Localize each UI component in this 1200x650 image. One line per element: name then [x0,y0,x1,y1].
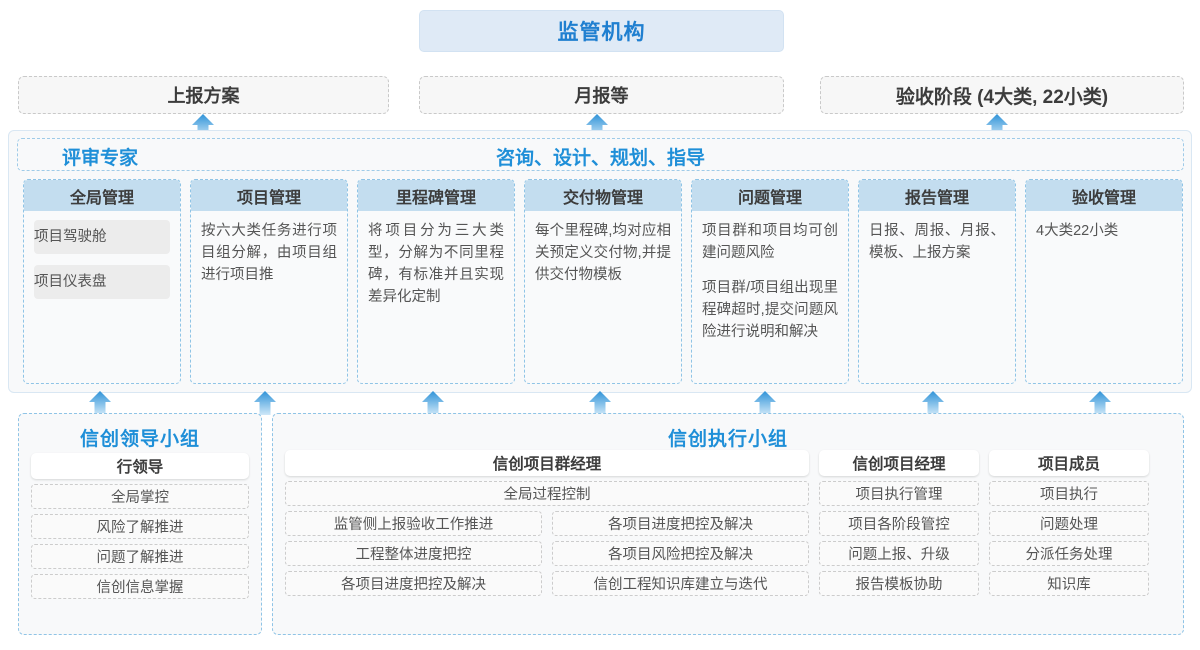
arrow-up-icon [421,390,445,416]
exec-group-content: 信创项目群经理 全局过程控制 监管侧上报验收工作推进 工程整体进度把控 各项目进… [273,450,1183,596]
module-column-milestone[interactable]: 里程碑管理 将项目分为三大类型，分解为不同里程碑，有标准并且实现差异化定制 [357,179,515,384]
list-item[interactable]: 项目执行 [989,481,1149,506]
review-expert-label: 评审专家 [62,148,139,169]
role-column-member: 项目成员 项目执行 问题处理 分派任务处理 知识库 [989,450,1149,596]
consulting-label: 咨询、设计、规划、指导 [495,148,705,169]
module-title: 全局管理 [24,180,180,211]
module-body: 4大类22小类 [1026,211,1182,242]
report-box-monthly: 月报等 [419,76,784,114]
module-paragraph: 将项目分为三大类型，分解为不同里程碑，有标准并且实现差异化定制 [368,223,504,305]
module-title: 问题管理 [692,180,848,211]
list-item[interactable]: 监管侧上报验收工作推进 [285,511,542,536]
module-body: 按六大类任务进行项目组分解，由项目组进行项目推 [191,211,347,286]
list-item[interactable]: 知识库 [989,571,1149,596]
report-label: 月报等 [574,86,629,106]
list-item[interactable]: 报告模板协助 [819,571,979,596]
module-column-issue[interactable]: 问题管理 项目群和项目均可创建问题风险 项目群/项目组出现里程碑超时,提交问题风… [691,179,849,384]
report-box-acceptance: 验收阶段 (4大类, 22小类) [820,76,1184,114]
module-title: 报告管理 [859,180,1015,211]
module-title: 验收管理 [1026,180,1182,211]
list-item[interactable]: 风险了解推进 [31,514,249,539]
arrow-up-icon [753,390,777,416]
arrow-up-icon [253,390,277,416]
arrow-up-icon [588,390,612,416]
module-title: 里程碑管理 [358,180,514,211]
module-paragraph: 项目群/项目组出现里程碑超时,提交问题风险进行说明和解决 [702,280,838,340]
list-item[interactable]: 分派任务处理 [989,541,1149,566]
list-item[interactable]: 信创信息掌握 [31,574,249,599]
module-title: 交付物管理 [525,180,681,211]
module-column-acceptance[interactable]: 验收管理 4大类22小类 [1025,179,1183,384]
report-box-plan: 上报方案 [18,76,389,114]
module-body: 每个里程碑,均对应相关预定义交付物,并提供交付物模板 [525,211,681,286]
module-column-global[interactable]: 全局管理 项目驾驶舱 项目仪表盘 [23,179,181,384]
list-item[interactable]: 各项目进度把控及解决 [552,511,809,536]
module-pill[interactable]: 项目驾驶舱 [34,220,170,254]
list-item[interactable]: 问题上报、升级 [819,541,979,566]
module-paragraph: 项目群和项目均可创建问题风险 [702,223,838,261]
role-column-program-manager: 信创项目群经理 全局过程控制 监管侧上报验收工作推进 工程整体进度把控 各项目进… [285,450,809,596]
module-body: 将项目分为三大类型，分解为不同里程碑，有标准并且实现差异化定制 [358,211,514,308]
arrow-up-icon [88,390,112,416]
list-item[interactable]: 工程整体进度把控 [285,541,542,566]
list-item[interactable]: 项目执行管理 [819,481,979,506]
list-item[interactable]: 问题了解推进 [31,544,249,569]
leader-group-content: 行领导 全局掌控 风险了解推进 问题了解推进 信创信息掌握 [19,453,261,599]
module-body: 项目驾驶舱 项目仪表盘 [24,211,180,299]
list-item[interactable]: 各项目风险把控及解决 [552,541,809,566]
module-paragraph: 日报、周报、月报、模板、上报方案 [869,223,1005,261]
list-item[interactable]: 信创工程知识库建立与迭代 [552,571,809,596]
report-label: 上报方案 [167,86,240,106]
role-header[interactable]: 信创项目经理 [819,450,979,476]
regulator-label: 监管机构 [557,21,646,44]
consultant-panel-header: 评审专家 咨询、设计、规划、指导 [17,138,1184,171]
regulator-banner: 监管机构 [419,10,784,52]
module-title: 项目管理 [191,180,347,211]
consultant-panel: 评审专家 咨询、设计、规划、指导 全局管理 项目驾驶舱 项目仪表盘 项目管理 按… [8,130,1192,393]
role-header[interactable]: 项目成员 [989,450,1149,476]
module-paragraph: 4大类22小类 [1036,223,1119,239]
module-column-deliverable[interactable]: 交付物管理 每个里程碑,均对应相关预定义交付物,并提供交付物模板 [524,179,682,384]
list-item[interactable]: 全局过程控制 [285,481,809,506]
module-pill[interactable]: 项目仪表盘 [34,265,170,299]
report-label: 验收阶段 (4大类, 22小类) [895,86,1109,108]
module-body: 日报、周报、月报、模板、上报方案 [859,211,1015,264]
exec-group-title: 信创执行小组 [667,429,788,450]
module-column-report[interactable]: 报告管理 日报、周报、月报、模板、上报方案 [858,179,1016,384]
role-column-project-manager: 信创项目经理 项目执行管理 项目各阶段管控 问题上报、升级 报告模板协助 [819,450,979,596]
role-header[interactable]: 行领导 [31,453,249,479]
list-item[interactable]: 各项目进度把控及解决 [285,571,542,596]
leader-group-panel: 信创领导小组 行领导 全局掌控 风险了解推进 问题了解推进 信创信息掌握 [18,413,262,635]
exec-group-panel: 信创执行小组 信创项目群经理 全局过程控制 监管侧上报验收工作推进 工程整体进度… [272,413,1184,635]
list-item[interactable]: 项目各阶段管控 [819,511,979,536]
list-item[interactable]: 问题处理 [989,511,1149,536]
module-column-project[interactable]: 项目管理 按六大类任务进行项目组分解，由项目组进行项目推 [190,179,348,384]
module-paragraph: 按六大类任务进行项目组分解，由项目组进行项目推 [201,223,337,283]
module-paragraph: 每个里程碑,均对应相关预定义交付物,并提供交付物模板 [535,223,671,283]
arrow-up-icon [921,390,945,416]
role-header[interactable]: 信创项目群经理 [285,450,809,476]
leader-group-title: 信创领导小组 [79,429,200,450]
list-item[interactable]: 全局掌控 [31,484,249,509]
module-body: 项目群和项目均可创建问题风险 项目群/项目组出现里程碑超时,提交问题风险进行说明… [692,211,848,343]
arrow-up-icon [1088,390,1112,416]
